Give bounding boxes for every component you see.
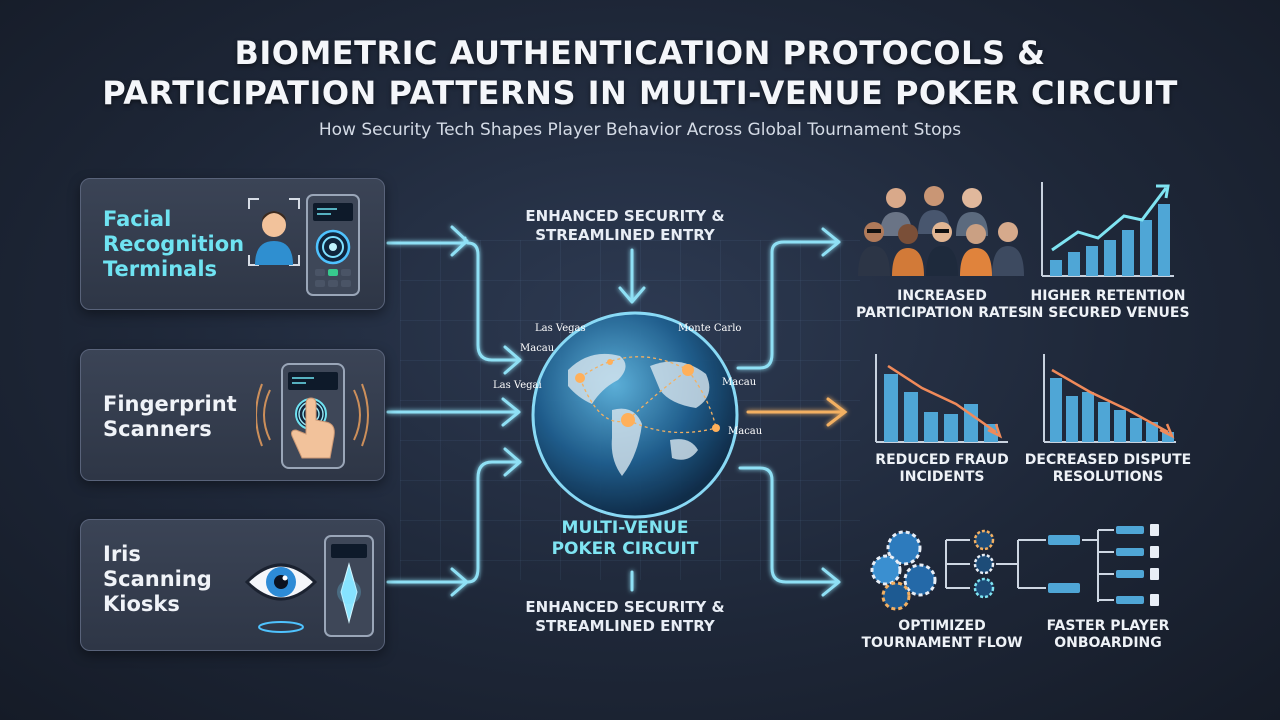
city-label: Monte Carlo [678, 323, 742, 334]
page-subtitle: How Security Tech Shapes Player Behavior… [318, 120, 962, 140]
iris-label-2: Scanning [103, 567, 212, 591]
tournament-flow-icon [870, 524, 1159, 611]
globe-icon [531, 311, 739, 519]
fingerprint-label-1: Fingerprint [103, 392, 237, 416]
face-scan-icon [248, 194, 360, 296]
card-facial-recognition: Facial Recognition Terminals [80, 178, 385, 310]
page-title-line2: PARTICIPATION PATTERNS IN MULTI-VENUE PO… [102, 74, 1178, 112]
card-fingerprint-scanners: Fingerprint Scanners [80, 349, 385, 481]
city-label: Las Vegas [535, 323, 586, 334]
city-label: Las Vegai [493, 380, 542, 391]
card-iris-scanning: Iris Scanning Kiosks [80, 519, 385, 651]
retention-label: HIGHER RETENTION IN SECURED VENUES [1026, 288, 1190, 321]
city-label: Macau [520, 343, 555, 354]
participation-label: INCREASED PARTICIPATION RATES [856, 288, 1028, 321]
facial-label-2: Recognition [103, 232, 245, 256]
iris-label-3: Kiosks [103, 592, 180, 616]
iris-label-1: Iris [103, 542, 141, 566]
city-label: Macau [728, 426, 763, 437]
facial-label-3: Terminals [103, 257, 218, 281]
falling-bars-icon [1043, 354, 1176, 443]
flow-label: OPTIMIZED TOURNAMENT FLOW [861, 618, 1023, 651]
fingerprint-icon [256, 363, 369, 469]
city-label: Macau [722, 377, 757, 388]
rising-bars-icon [1041, 182, 1174, 277]
dispute-label: DECREASED DISPUTE RESOLUTIONS [1024, 452, 1192, 485]
onboarding-label: FASTER PLAYER ONBOARDING [1046, 618, 1170, 651]
eye-scan-icon [244, 535, 374, 637]
falling-bars-icon [875, 354, 1008, 443]
fingerprint-label-2: Scanners [103, 417, 212, 441]
crowd-icon [858, 186, 1024, 276]
link-facial-top [386, 236, 467, 245]
circuit-label: MULTI-VENUE POKER CIRCUIT [551, 518, 699, 559]
center-caption-bottom: ENHANCED SECURITY & STREAMLINED ENTRY [525, 598, 725, 635]
facial-label-1: Facial [103, 207, 172, 231]
page-title-line1: BIOMETRIC AUTHENTICATION PROTOCOLS & [234, 34, 1046, 72]
center-caption-top: ENHANCED SECURITY & STREAMLINED ENTRY [525, 207, 725, 244]
fraud-label: REDUCED FRAUD INCIDENTS [875, 452, 1009, 485]
arrow-facial-top [450, 225, 469, 257]
